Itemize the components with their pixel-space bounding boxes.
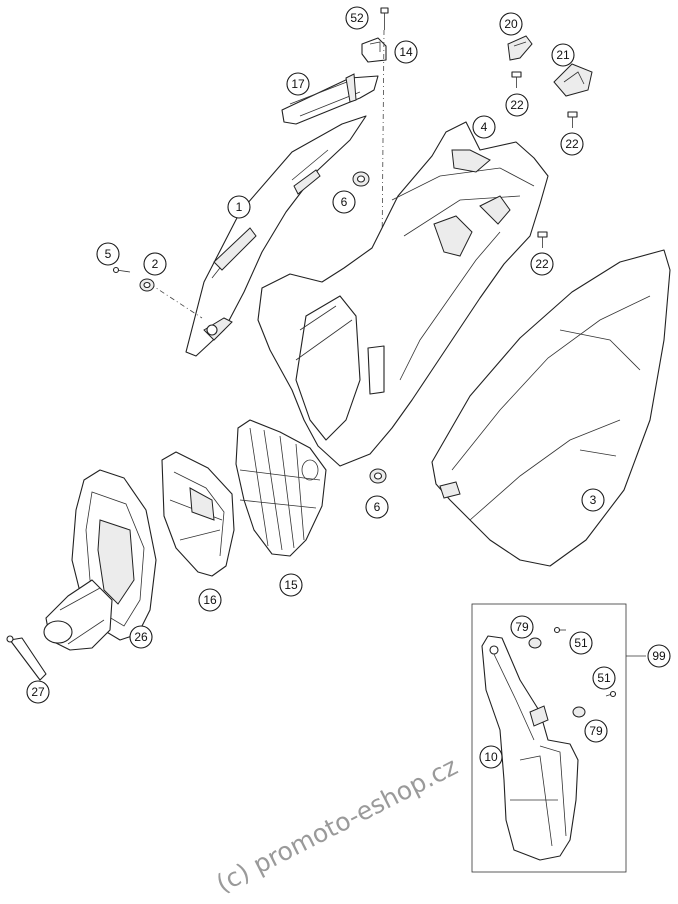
part-26-air-filter — [43, 469, 157, 651]
callout-4: 4 — [472, 115, 496, 139]
callout-79-b: 79 — [584, 719, 608, 743]
part-10-cover — [481, 635, 579, 861]
part-22-screw-b — [567, 111, 578, 128]
callout-6-a: 6 — [332, 190, 356, 214]
callout-16: 16 — [198, 588, 222, 612]
part-2-grommet — [139, 278, 155, 292]
part-14-clip — [361, 37, 387, 63]
part-52-screw — [380, 7, 389, 30]
svg-text:14: 14 — [399, 45, 413, 59]
callout-2: 2 — [143, 252, 167, 276]
part-51-screw-a — [553, 626, 566, 634]
part-15-filter-cage — [235, 419, 327, 557]
part-51-screw-b — [605, 690, 617, 698]
svg-text:6: 6 — [374, 500, 381, 514]
callout-10: 10 — [479, 745, 503, 769]
part-22-screw-c — [537, 231, 548, 248]
svg-text:10: 10 — [484, 750, 498, 764]
callout-22-c: 22 — [530, 252, 554, 276]
svg-text:79: 79 — [589, 724, 603, 738]
callout-79-a: 79 — [510, 615, 534, 639]
svg-text:99: 99 — [652, 649, 666, 663]
callout-22-b: 22 — [560, 132, 584, 156]
callout-15: 15 — [279, 573, 303, 597]
svg-text:26: 26 — [134, 630, 148, 644]
part-17-strip — [281, 73, 379, 125]
part-1-side-panel — [185, 115, 367, 357]
svg-text:51: 51 — [597, 671, 611, 685]
callout-14: 14 — [394, 40, 418, 64]
callout-51-b: 51 — [592, 666, 616, 690]
svg-text:2: 2 — [152, 257, 159, 271]
svg-text:27: 27 — [31, 685, 45, 699]
part-16-filter-frame — [161, 451, 235, 577]
svg-text:3: 3 — [590, 493, 597, 507]
svg-text:5: 5 — [105, 247, 112, 261]
callout-17: 17 — [286, 72, 310, 96]
callout-3: 3 — [581, 488, 605, 512]
svg-text:22: 22 — [535, 257, 549, 271]
svg-text:51: 51 — [574, 636, 588, 650]
svg-text:1: 1 — [236, 200, 243, 214]
part-5-screw — [112, 266, 131, 274]
part-4-airbox — [257, 121, 549, 467]
part-21-clip — [553, 63, 593, 97]
part-79-grommet-a — [528, 637, 542, 649]
svg-text:6: 6 — [341, 195, 348, 209]
svg-text:22: 22 — [510, 98, 524, 112]
svg-text:79: 79 — [515, 620, 529, 634]
callout-26: 26 — [129, 625, 153, 649]
svg-text:22: 22 — [565, 137, 579, 151]
kit-99-frame — [471, 603, 627, 873]
callout-21: 21 — [551, 43, 575, 67]
svg-text:16: 16 — [203, 593, 217, 607]
part-79-grommet-b — [572, 706, 586, 718]
callout-27: 27 — [26, 680, 50, 704]
svg-text:17: 17 — [291, 77, 305, 91]
part-20-clip — [507, 35, 533, 61]
assembly-line-side-panel — [149, 283, 203, 319]
svg-text:52: 52 — [350, 11, 364, 25]
callout-6-b: 6 — [365, 495, 389, 519]
callout-1: 1 — [227, 195, 251, 219]
callout-5: 5 — [96, 242, 120, 266]
watermark-text: (c) promoto-eshop.cz — [212, 751, 463, 898]
svg-text:15: 15 — [284, 578, 298, 592]
callout-99: 99 — [647, 644, 671, 668]
part-6-grommet-upper — [352, 171, 370, 187]
callout-52: 52 — [345, 6, 369, 30]
svg-text:21: 21 — [556, 48, 570, 62]
callout-20: 20 — [499, 12, 523, 36]
part-3-side-cover — [431, 249, 671, 567]
svg-text:4: 4 — [481, 120, 488, 134]
part-27-clamp — [6, 635, 47, 681]
callout-22-a: 22 — [505, 93, 529, 117]
part-22-screw-a — [511, 71, 522, 88]
svg-text:20: 20 — [504, 17, 518, 31]
callout-51-a: 51 — [569, 631, 593, 655]
part-6-grommet-lower — [369, 468, 387, 484]
